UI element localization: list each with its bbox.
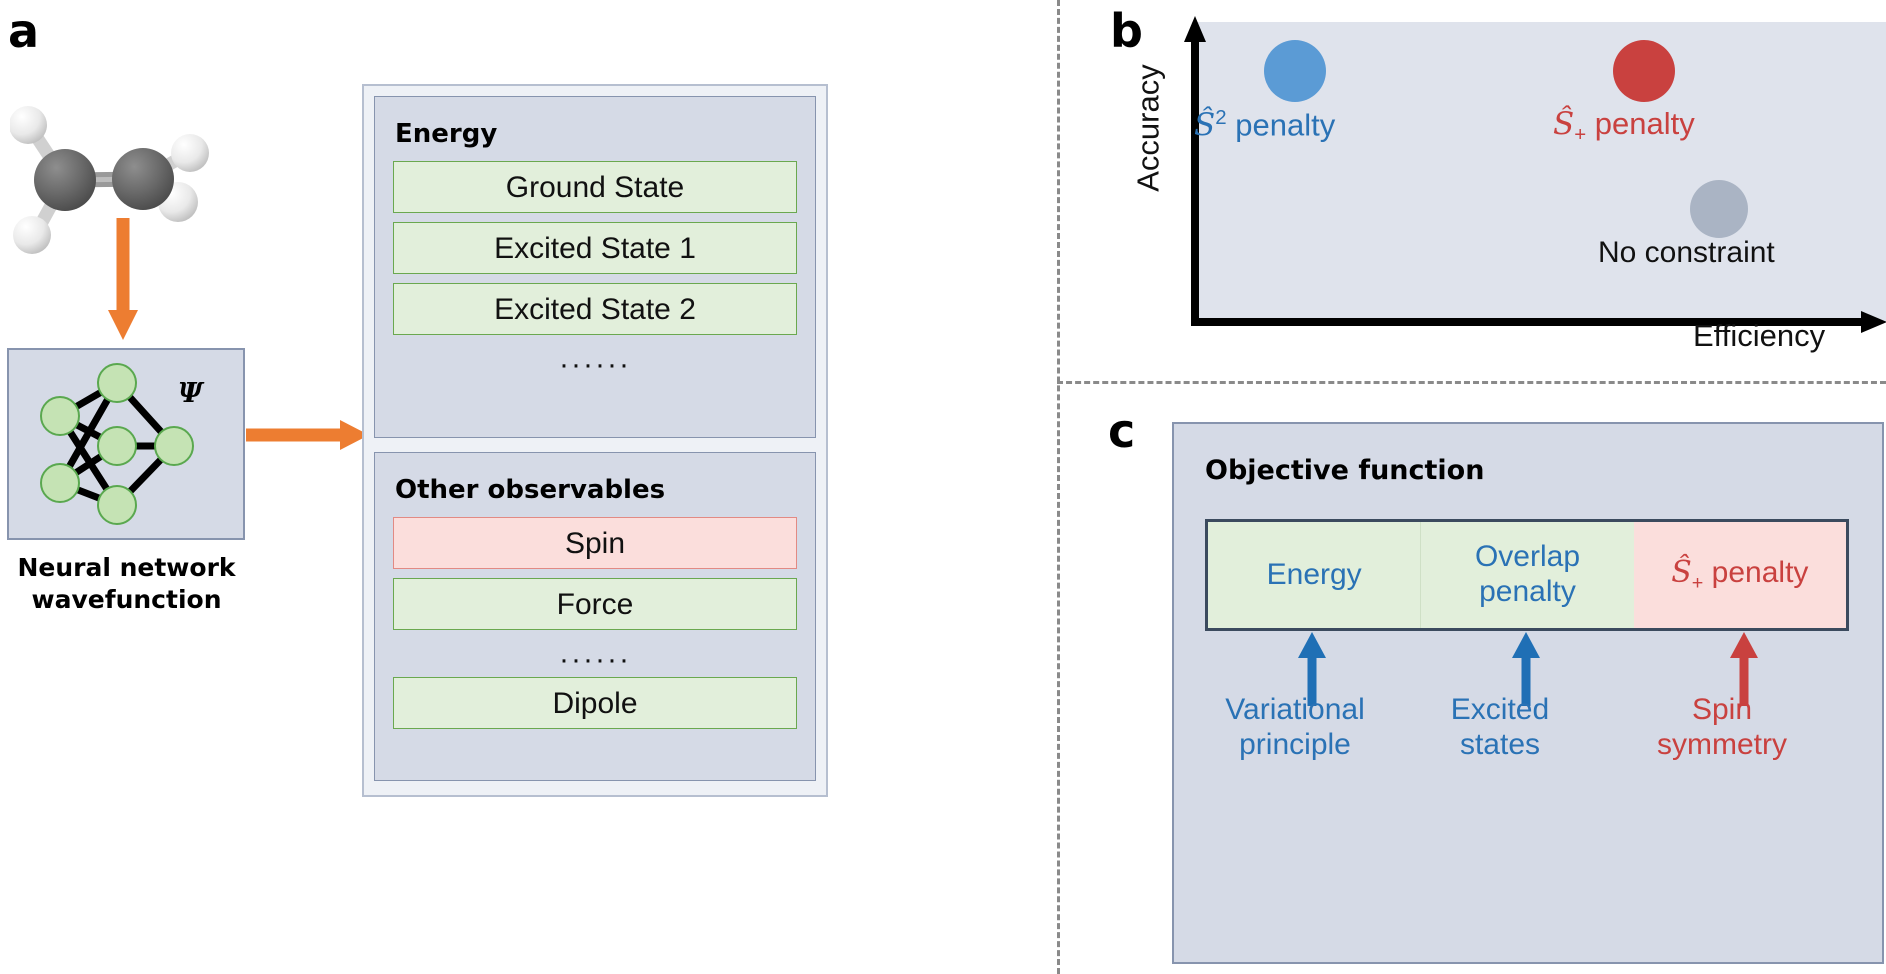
foot-label-variational-principle: Variational principle	[1225, 693, 1365, 762]
energy-item-ground-state[interactable]: Ground State	[393, 161, 797, 213]
objective-term-energy[interactable]: Energy	[1208, 522, 1421, 628]
objective-term-arrows	[1298, 632, 1758, 706]
energy-heading: Energy	[395, 119, 498, 149]
vertical-divider	[1057, 0, 1060, 974]
energy-panel: Energy Ground State Excited State 1 Exci…	[374, 96, 816, 438]
arrow-network-to-results	[246, 420, 369, 450]
other-observables-panel: Other observables Spin Force ······ Dipo…	[374, 452, 816, 781]
objective-function-title: Objective function	[1205, 455, 1485, 486]
psi-label: Ψ	[178, 378, 203, 409]
panel-label-a: a	[8, 4, 40, 58]
panel-label-c: c	[1108, 404, 1136, 458]
energy-ellipsis: ······	[559, 348, 631, 381]
other-observables-heading: Other observables	[395, 475, 666, 505]
label-s2-penalty-suffix: penalty	[1226, 107, 1336, 143]
energy-item-excited-state-1[interactable]: Excited State 1	[393, 222, 797, 274]
objective-term-splus-suffix: penalty	[1703, 555, 1809, 589]
bubble-splus-penalty[interactable]	[1613, 40, 1675, 102]
arrow-molecule-to-network	[108, 218, 138, 340]
bubble-no-constraint[interactable]	[1690, 180, 1748, 238]
label-splus-penalty-suffix: penalty	[1586, 106, 1695, 141]
neural-network-graph	[40, 363, 194, 525]
label-s2-penalty: Ŝ2 penalty	[1194, 106, 1336, 144]
ethylene-molecule-icon	[10, 106, 209, 254]
objective-terms-row: Energy Overlap penalty Ŝ+ penalty	[1205, 519, 1849, 631]
horizontal-divider	[1057, 381, 1886, 384]
observable-item-dipole[interactable]: Dipole	[393, 677, 797, 729]
bubble-s2-penalty[interactable]	[1264, 40, 1326, 102]
objective-term-overlap-penalty[interactable]: Overlap penalty	[1420, 522, 1634, 628]
other-observables-ellipsis: ······	[559, 643, 631, 676]
energy-item-excited-state-2[interactable]: Excited State 2	[393, 283, 797, 335]
network-caption: Neural network wavefunction	[17, 553, 236, 614]
foot-label-excited-states: Excited states	[1450, 693, 1550, 762]
label-splus-penalty: Ŝ+ penalty	[1553, 106, 1695, 147]
objective-term-splus-penalty[interactable]: Ŝ+ penalty	[1633, 522, 1846, 628]
x-axis-label-efficiency: Efficiency	[1693, 318, 1826, 353]
results-container: Energy Ground State Excited State 1 Exci…	[362, 84, 828, 797]
label-no-constraint: No constraint	[1598, 236, 1775, 269]
observable-item-spin[interactable]: Spin	[393, 517, 797, 569]
observable-item-force[interactable]: Force	[393, 578, 797, 630]
panel-label-b: b	[1110, 4, 1143, 58]
plot-axes	[1184, 16, 1886, 333]
foot-label-spin-symmetry: Spin symmetry	[1657, 693, 1787, 762]
y-axis-label-accuracy: Accuracy	[1130, 64, 1166, 192]
